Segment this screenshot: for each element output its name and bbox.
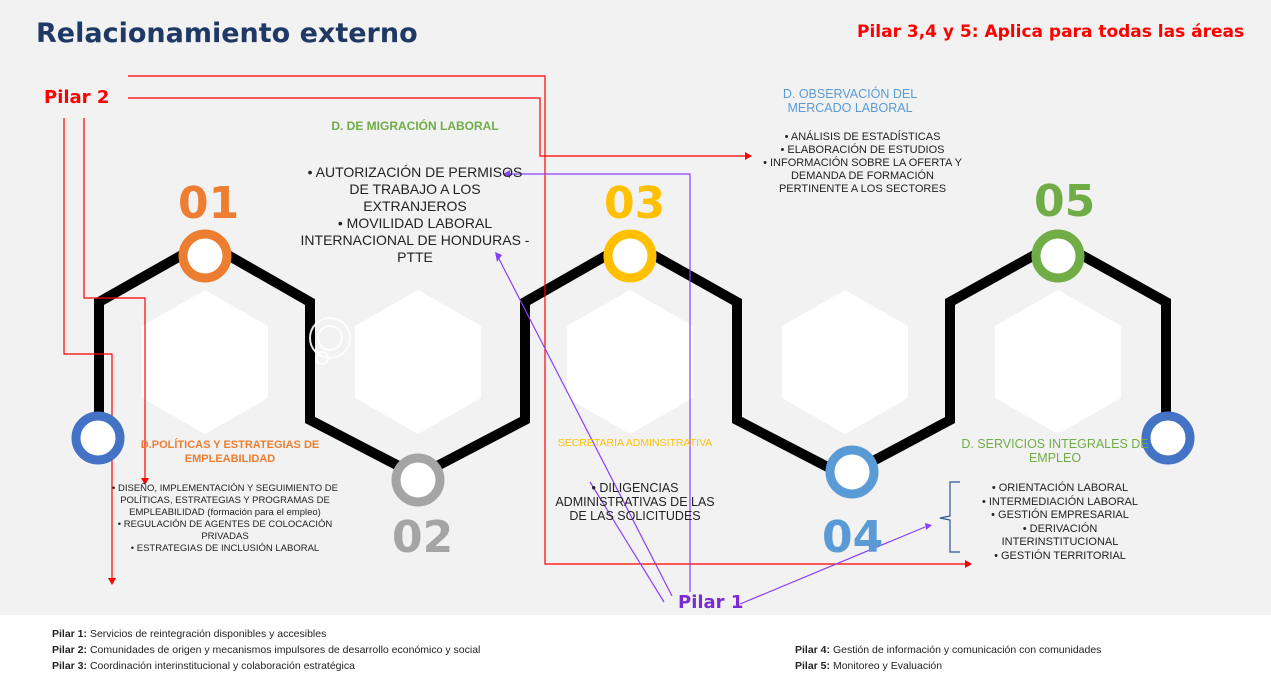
step-3-item: • DILIGENCIAS ADMINISTRATIVAS DE LAS DE … bbox=[555, 481, 715, 523]
legend-pilar-5: Pilar 5: Monitoreo y Evaluación bbox=[795, 660, 943, 672]
step-number-02: 02 bbox=[392, 512, 454, 563]
step-number-03: 03 bbox=[604, 178, 666, 229]
step-5-item: • ORIENTACIÓN LABORAL bbox=[991, 482, 1129, 494]
legend-pilar-2: Pilar 2: Comunidades de origen y mecanis… bbox=[52, 644, 481, 656]
circle-step-1 bbox=[178, 229, 232, 283]
step-2-item: • AUTORIZACIÓN DE PERMISOS DE TRABAJO A … bbox=[307, 164, 523, 214]
legend-right: Pilar 4: Gestión de información y comuni… bbox=[795, 642, 1101, 674]
slide-subtitle: Pilar 3,4 y 5: Aplica para todas las áre… bbox=[857, 22, 1245, 42]
step-4-item: • ANÁLISIS DE ESTADÍSTICAS bbox=[784, 131, 941, 143]
step-number-05: 05 bbox=[1034, 176, 1096, 227]
hexagon-4 bbox=[782, 290, 908, 434]
circle-step-2 bbox=[391, 453, 445, 507]
legend-pilar-1: Pilar 1: Servicios de reintegración disp… bbox=[52, 628, 327, 640]
legend-left: Pilar 1: Servicios de reintegración disp… bbox=[52, 626, 480, 674]
step-3-list: • DILIGENCIAS ADMINISTRATIVAS DE LAS DE … bbox=[545, 481, 725, 523]
circle-step-4 bbox=[825, 445, 879, 499]
step-number-04: 04 bbox=[822, 512, 884, 563]
step-5-item: • DERIVACIÓN INTERINSTITUCIONAL bbox=[1001, 522, 1119, 549]
slide-title: Relacionamiento externo bbox=[36, 18, 418, 49]
pilar2-label: Pilar 2 bbox=[44, 87, 110, 108]
decorative-network-icon bbox=[309, 317, 351, 365]
step-1-item: • DISEÑO, IMPLEMENTACIÓN Y SEGUIMIENTO D… bbox=[112, 483, 338, 518]
pilar1-connectors bbox=[497, 173, 926, 605]
list-bracket bbox=[939, 481, 960, 553]
step-5-item: • GESTIÓN EMPRESARIAL bbox=[991, 509, 1129, 521]
step-5-item: • INTERMEDIACIÓN LABORAL bbox=[981, 495, 1139, 508]
step-1-item: • ESTRATEGIAS DE INCLUSIÓN LABORAL bbox=[130, 543, 320, 554]
step-5-item: • GESTIÓN TERRITORIAL bbox=[994, 549, 1126, 562]
circle-step-5 bbox=[1031, 229, 1085, 283]
step-2-list: • AUTORIZACIÓN DE PERMISOS DE TRABAJO A … bbox=[300, 164, 530, 266]
circle-left-end bbox=[71, 411, 125, 465]
legend-pilar-3: Pilar 3: Coordinación interinstitucional… bbox=[52, 660, 355, 672]
step-1-title: D.POLÍTICAS Y ESTRATEGIAS DE EMPLEABILID… bbox=[140, 439, 320, 465]
step-4-title: D. OBSERVACIÓN DEL MERCADO LABORAL bbox=[782, 87, 918, 115]
step-3-title: SECRETARIA ADMINSITRATIVA bbox=[557, 437, 713, 449]
step-4-item: • INFORMACIÓN SOBRE LA OFERTA Y DEMANDA … bbox=[763, 157, 962, 195]
pilar1-label: Pilar 1 bbox=[678, 592, 744, 613]
step-2-title: D. DE MIGRACIÓN LABORAL bbox=[331, 119, 499, 133]
step-4-item: • ELABORACIÓN DE ESTUDIOS bbox=[780, 144, 945, 156]
hexagon-3 bbox=[567, 290, 693, 434]
circle-step-3 bbox=[603, 229, 657, 283]
hexagon-5 bbox=[995, 290, 1121, 434]
step-1-item: • REGULACIÓN DE AGENTES DE COLOCACIÓN PR… bbox=[117, 519, 333, 542]
legend-pilar-4: Pilar 4: Gestión de información y comuni… bbox=[795, 644, 1102, 656]
hexagon-1 bbox=[142, 290, 268, 434]
step-1-list: • DISEÑO, IMPLEMENTACIÓN Y SEGUIMIENTO D… bbox=[100, 483, 350, 555]
circle-right-end bbox=[1141, 411, 1195, 465]
hexagon-2 bbox=[355, 290, 481, 434]
step-2-item: • MOVILIDAD LABORAL INTERNACIONAL DE HON… bbox=[300, 215, 530, 265]
step-5-list: • ORIENTACIÓN LABORAL • INTERMEDIACIÓN L… bbox=[965, 482, 1155, 563]
step-5-title: D. SERVICIOS INTEGRALES DE EMPLEO bbox=[961, 437, 1149, 465]
pilar2-connectors bbox=[63, 75, 965, 578]
step-number-01: 01 bbox=[178, 178, 240, 229]
step-4-list: • ANÁLISIS DE ESTADÍSTICAS • ELABORACIÓN… bbox=[755, 131, 970, 196]
